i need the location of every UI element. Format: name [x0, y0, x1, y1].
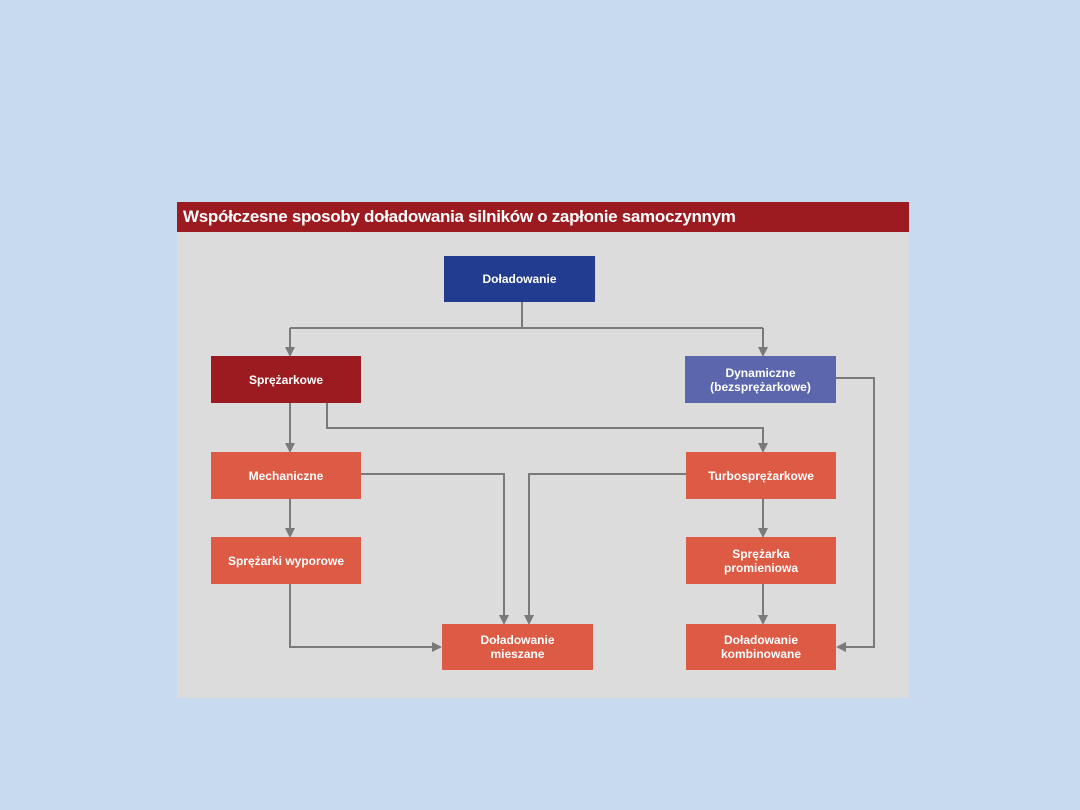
arrow-dynamiczne-to-kombinowane	[836, 377, 875, 652]
node-mechaniczne: Mechaniczne	[211, 452, 361, 499]
node-doladowanie: Doładowanie	[444, 256, 595, 302]
node-turbosprezarkowe: Turbosprężarkowe	[686, 452, 836, 499]
node-dynamiczne: Dynamiczne (bezsprężarkowe)	[685, 356, 836, 403]
node-doladowanie-kombinowane: Doładowanie kombinowane	[686, 624, 836, 670]
node-doladowanie-mieszane: Doładowanie mieszane	[442, 624, 593, 670]
arrow-turbo-to-mieszane	[524, 473, 686, 625]
node-sprezarkowe: Sprężarkowe	[211, 356, 361, 403]
node-sprezarka-promieniowa: Sprężarka promieniowa	[686, 537, 836, 584]
title-bar: Współczesne sposoby doładowania silników…	[177, 202, 909, 232]
arrow-wyporowe-to-mieszane	[289, 584, 442, 652]
node-sprezarki-wyporowe: Sprężarki wyporowe	[211, 537, 361, 584]
diagram-title: Współczesne sposoby doładowania silników…	[183, 207, 736, 226]
arrow-mechaniczne-to-mieszane	[361, 473, 509, 625]
diagram-panel: Współczesne sposoby doładowania silników…	[177, 202, 909, 698]
arrow-sprezarkowe-to-turbo	[326, 403, 768, 453]
connectors	[285, 301, 875, 652]
